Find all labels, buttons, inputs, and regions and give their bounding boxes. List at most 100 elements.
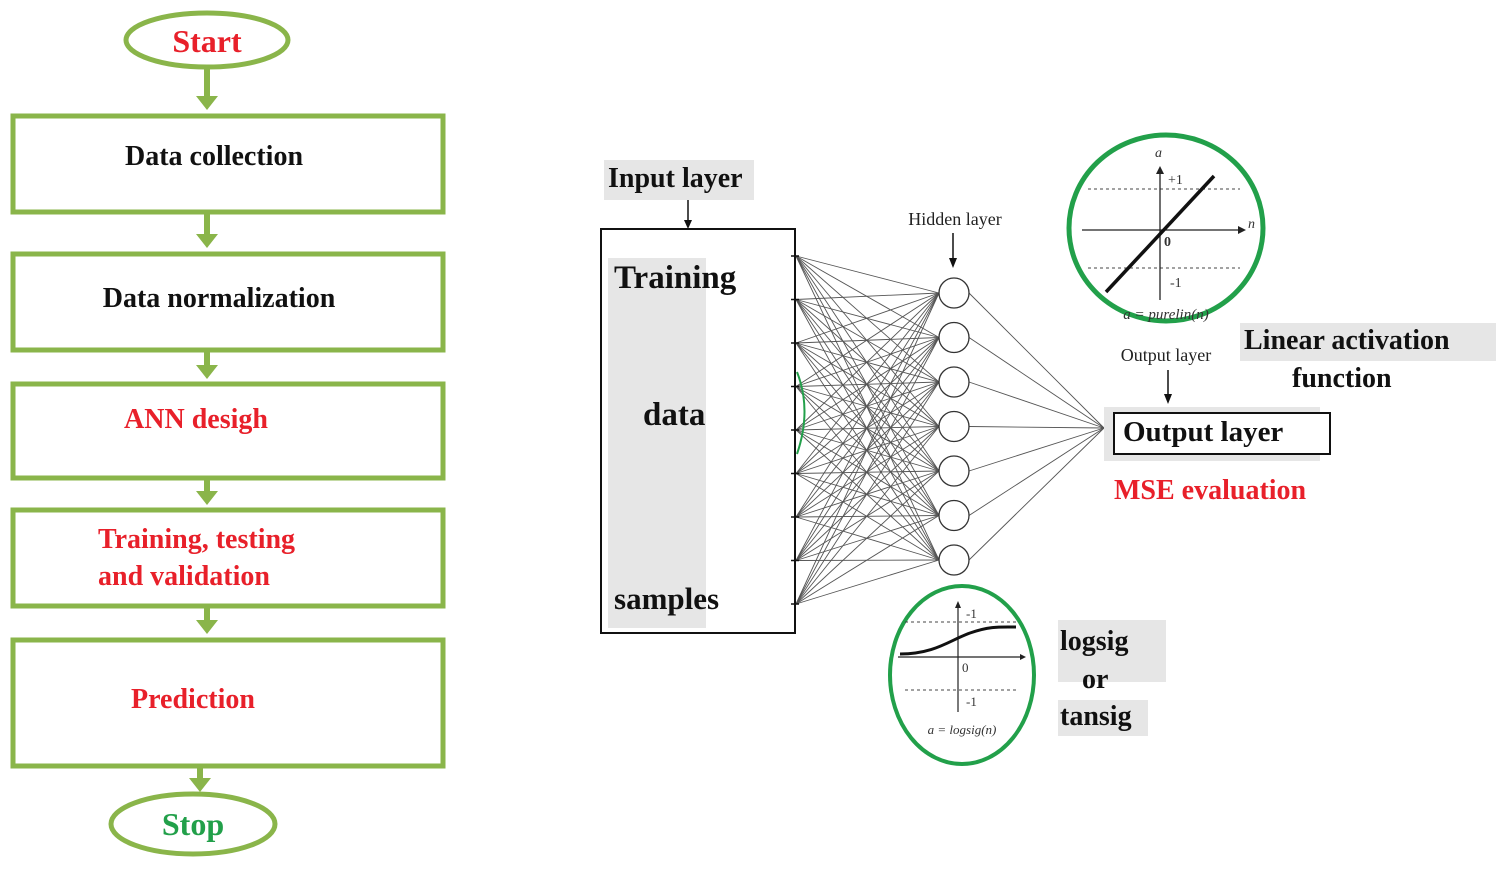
purelin-formula: a = purelin(n)	[1123, 307, 1208, 323]
purelin-x-arrowhead	[1238, 226, 1246, 234]
input-hidden-connection	[795, 255, 940, 294]
input-hidden-connection	[795, 292, 940, 300]
input-hidden-connection	[795, 292, 940, 344]
input-hidden-connection	[795, 292, 940, 605]
hidden-activation-bg-2	[1058, 700, 1148, 736]
stop-label: Stop	[162, 806, 224, 842]
hidden-layer-arrowhead	[949, 258, 957, 268]
purelin-plot: a n +1 0 -1 a = purelin(n)	[1066, 132, 1266, 324]
step-label-ann-design: ANN desigh	[124, 404, 268, 435]
input-hidden-connection	[795, 429, 940, 516]
input-box-line-data: data	[643, 397, 705, 433]
hidden-output-connection	[968, 427, 1105, 561]
logsig-circle	[888, 584, 1036, 766]
step-box-ann-design	[10, 381, 446, 481]
stop-terminal	[108, 791, 278, 857]
hidden-node	[938, 277, 970, 309]
step-label-training-1: Training, testing	[98, 524, 295, 555]
hidden-activation-line-2: or	[1082, 664, 1108, 695]
input-green-bracket	[796, 371, 806, 455]
logsig-formula: a = logsig(n)	[928, 722, 997, 737]
hidden-node	[938, 455, 970, 487]
input-hidden-connection	[795, 473, 940, 561]
input-layer-label: Input layer	[608, 163, 743, 194]
output-layer-small-label: Output layer	[1121, 345, 1211, 365]
input-hidden-connection	[795, 255, 940, 383]
input-hidden-connection	[795, 292, 940, 431]
flowchart: Start Data collection Data normalization…	[10, 10, 446, 857]
input-layer-label-bg	[604, 160, 754, 200]
logsig-curve	[899, 625, 1017, 656]
step-box-data-collection	[10, 113, 446, 215]
hidden-layer-label: Hidden layer	[908, 209, 1001, 229]
hidden-node	[938, 499, 970, 532]
input-hidden-connection	[795, 292, 940, 474]
input-hidden-connection	[795, 429, 940, 561]
input-hidden-connection	[795, 386, 940, 472]
input-layer-arrowhead	[684, 220, 692, 229]
hidden-output-connection	[968, 337, 1105, 429]
hidden-output-connection	[968, 426, 1105, 429]
network-connections	[795, 255, 1105, 605]
input-hidden-connection	[795, 515, 940, 605]
input-hidden-connection	[795, 386, 940, 516]
hidden-output-connection	[968, 381, 1105, 429]
input-hidden-connection	[795, 299, 940, 427]
input-hidden-connection	[795, 429, 940, 472]
input-hidden-connection	[795, 337, 940, 605]
hidden-output-connection	[968, 292, 1105, 429]
step-box-prediction	[10, 637, 446, 769]
input-hidden-connection	[795, 292, 940, 561]
step-label-data-normalization: Data normalization	[103, 283, 336, 314]
input-box-line-samples: samples	[614, 581, 719, 616]
step-label-data-collection: Data collection	[125, 141, 303, 172]
hidden-output-connection	[968, 427, 1105, 472]
input-box-shade	[608, 258, 706, 628]
input-hidden-connection	[795, 470, 940, 605]
linear-activation-bg	[1240, 323, 1496, 361]
hidden-layer-nodes	[938, 277, 970, 576]
step-label-prediction: Prediction	[131, 684, 255, 715]
purelin-axis-n: n	[1248, 217, 1255, 232]
start-terminal	[123, 10, 291, 70]
logsig-y-arrowhead	[955, 601, 961, 608]
input-hidden-connection	[795, 342, 940, 427]
logsig-tick-minus: -1	[966, 694, 977, 709]
hidden-node	[938, 366, 970, 398]
input-hidden-connection	[795, 473, 940, 516]
step-box-training	[10, 507, 446, 609]
start-label: Start	[172, 23, 242, 59]
step-box-data-normalization	[10, 251, 446, 353]
input-hidden-connection	[795, 426, 940, 605]
hidden-activation-bg	[1058, 620, 1166, 682]
flow-connectors	[189, 68, 218, 792]
linear-activation-line-1: Linear activation	[1244, 325, 1450, 356]
logsig-x-arrowhead	[1020, 654, 1026, 660]
hidden-activation-line-1: logsig	[1060, 626, 1128, 657]
linear-activation-line-2: function	[1292, 363, 1392, 394]
hidden-output-connection	[968, 427, 1105, 516]
hidden-node	[938, 321, 970, 354]
input-hidden-connection	[795, 381, 940, 605]
purelin-tick-zero: 0	[1164, 235, 1171, 250]
network-diagram: Input layer Training data samples Hidden…	[600, 132, 1496, 766]
hidden-node	[938, 410, 970, 443]
output-layer-box	[1113, 412, 1331, 455]
input-hidden-connection	[795, 292, 940, 518]
output-layer-box-label: Output layer	[1123, 416, 1283, 448]
input-hidden-connection	[795, 299, 940, 383]
logsig-tick-plus: -1	[966, 606, 977, 621]
input-hidden-connection	[795, 255, 940, 338]
logsig-tick-zero: 0	[962, 660, 969, 675]
input-hidden-connection	[795, 559, 940, 605]
input-box-line-training: Training	[614, 260, 737, 296]
purelin-tick-minus: -1	[1170, 276, 1182, 291]
input-hidden-connection	[795, 292, 940, 387]
input-ticks	[791, 255, 799, 605]
hidden-node	[938, 544, 970, 576]
purelin-tick-plus: +1	[1168, 173, 1183, 188]
step-label-training-2: and validation	[98, 561, 270, 592]
purelin-axis-a: a	[1155, 146, 1162, 161]
purelin-curve	[1104, 174, 1216, 294]
